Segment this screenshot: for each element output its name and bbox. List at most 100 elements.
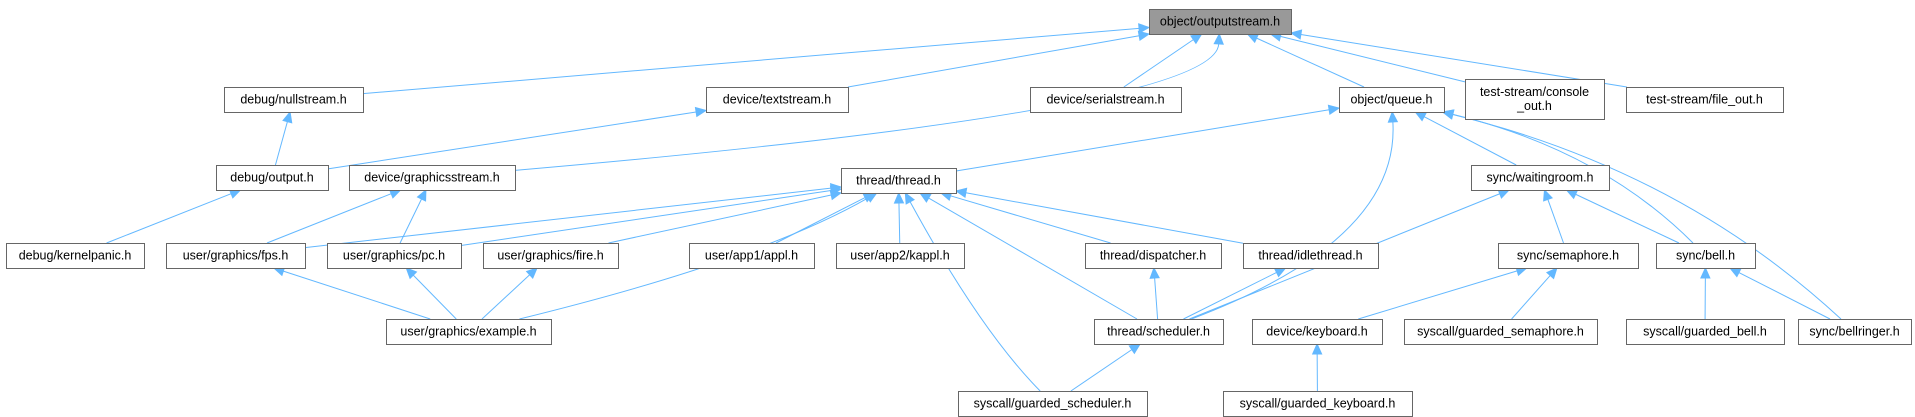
- node-kappl[interactable]: user/app2/kappl.h: [836, 243, 965, 269]
- node-box: [1252, 319, 1383, 345]
- node-label: device/serialstream.h: [1046, 93, 1164, 107]
- edge-pc-to-thread: [460, 190, 832, 247]
- arrowhead-icon: [829, 189, 843, 201]
- node-guarded_semaphore[interactable]: syscall/guarded_semaphore.h: [1404, 319, 1598, 345]
- node-label: device/keyboard.h: [1266, 325, 1368, 339]
- edge-scheduler-to-thread: [928, 197, 1138, 320]
- arrowhead-icon: [1387, 110, 1399, 123]
- node-file_out[interactable]: test-stream/file_out.h: [1626, 87, 1784, 113]
- node-guarded_bell[interactable]: syscall/guarded_bell.h: [1626, 319, 1785, 345]
- node-label: syscall/guarded_keyboard.h: [1240, 397, 1396, 411]
- node-kernelpanic[interactable]: debug/kernelpanic.h: [6, 243, 145, 269]
- node-label: debug/output.h: [230, 171, 313, 185]
- node-label: syscall/guarded_bell.h: [1643, 325, 1767, 339]
- edge-kernelpanic-to-output: [106, 193, 232, 244]
- node-label: object/queue.h: [1350, 93, 1432, 107]
- node-box: [689, 243, 815, 269]
- edge-queue-to-outputstream: [1256, 37, 1365, 88]
- edge-console_out-to-outputstream: [1280, 35, 1466, 83]
- node-bellringer[interactable]: sync/bellringer.h: [1798, 319, 1912, 345]
- node-label: thread/dispatcher.h: [1100, 249, 1206, 263]
- node-label: test-stream/console: [1480, 85, 1589, 99]
- edge-bellringer-to-bell: [1738, 272, 1831, 320]
- node-output[interactable]: debug/output.h: [216, 165, 329, 191]
- node-guarded_keyboard[interactable]: syscall/guarded_keyboard.h: [1223, 391, 1413, 417]
- arrowhead-icon: [1728, 267, 1742, 278]
- node-fire[interactable]: user/graphics/fire.h: [483, 243, 619, 269]
- edge-kappl-to-thread: [898, 202, 901, 244]
- node-label: user/app1/appl.h: [705, 249, 798, 263]
- arrowhead-icon: [904, 191, 915, 205]
- node-scheduler[interactable]: thread/scheduler.h: [1094, 319, 1224, 345]
- node-box: [1243, 243, 1379, 269]
- node-box: [386, 319, 552, 345]
- node-label: debug/kernelpanic.h: [19, 249, 132, 263]
- node-label: syscall/guarded_semaphore.h: [1417, 325, 1584, 339]
- edge-output-to-nullstream: [274, 121, 288, 166]
- node-outputstream[interactable]: object/outputstream.h: [1149, 9, 1292, 35]
- arrowhead-icon: [1246, 33, 1260, 44]
- edge-bellringer-to-queue: [1452, 113, 1842, 320]
- node-thread[interactable]: thread/thread.h: [841, 168, 957, 194]
- node-idlethread[interactable]: thread/idlethread.h: [1243, 243, 1379, 269]
- arrowhead-icon: [954, 187, 968, 199]
- edge-example-to-fire: [481, 274, 531, 320]
- node-box: [1149, 9, 1292, 35]
- arrowhead-icon: [1565, 189, 1579, 200]
- node-label: device/textstream.h: [723, 93, 831, 107]
- node-waitingroom[interactable]: sync/waitingroom.h: [1471, 165, 1610, 191]
- node-appl[interactable]: user/app1/appl.h: [689, 243, 815, 269]
- node-dispatcher[interactable]: thread/dispatcher.h: [1085, 243, 1222, 269]
- node-box: [1030, 87, 1182, 113]
- node-serialstream[interactable]: device/serialstream.h: [1030, 87, 1182, 113]
- arrowhead-icon: [1441, 109, 1455, 120]
- node-textstream[interactable]: device/textstream.h: [706, 87, 849, 113]
- arrowhead-icon: [893, 191, 905, 204]
- edge-textstream-to-outputstream: [847, 35, 1140, 88]
- node-label: sync/bell.h: [1676, 249, 1735, 263]
- edge-example-to-pc: [412, 274, 457, 320]
- edge-keyboard-to-semaphore: [1358, 270, 1518, 320]
- edge-file_out-to-outputstream: [1300, 34, 1627, 88]
- edge-semaphore-to-waitingroom: [1547, 199, 1564, 244]
- edge-dispatcher-to-thread: [950, 195, 1111, 244]
- edge-scheduler-to-queue: [1191, 121, 1394, 320]
- edge-nullstream-to-outputstream: [362, 27, 1140, 95]
- node-pc[interactable]: user/graphics/pc.h: [327, 243, 462, 269]
- node-graphicsstream[interactable]: device/graphicsstream.h: [349, 165, 516, 191]
- node-box: [958, 391, 1148, 417]
- edge-fps-to-graphicsstream: [266, 193, 392, 244]
- node-label: test-stream/file_out.h: [1646, 93, 1763, 107]
- edge-serialstream-to-outputstream: [1123, 39, 1194, 88]
- arrowhead-icon: [1543, 188, 1553, 202]
- node-label: thread/scheduler.h: [1107, 325, 1210, 339]
- node-fps[interactable]: user/graphics/fps.h: [166, 243, 306, 269]
- edge-waitingroom-to-queue: [1423, 116, 1517, 166]
- node-bell[interactable]: sync/bell.h: [1656, 243, 1756, 269]
- node-box: [706, 87, 849, 113]
- edge-guarded_scheduler-to-scheduler: [1070, 349, 1133, 392]
- node-keyboard[interactable]: device/keyboard.h: [1252, 319, 1383, 345]
- arrowhead-icon: [1273, 267, 1287, 278]
- node-label: sync/bellringer.h: [1809, 325, 1899, 339]
- node-box: [1094, 319, 1224, 345]
- arrowhead-icon: [1128, 343, 1142, 355]
- node-guarded_scheduler[interactable]: syscall/guarded_scheduler.h: [958, 391, 1148, 417]
- node-nullstream[interactable]: debug/nullstream.h: [224, 87, 364, 113]
- node-box: [1223, 391, 1413, 417]
- node-box: [6, 243, 145, 269]
- node-semaphore[interactable]: sync/semaphore.h: [1498, 243, 1639, 269]
- node-box: [166, 243, 306, 269]
- arrowhead-icon: [1137, 30, 1151, 42]
- arrowhead-icon: [416, 188, 427, 202]
- node-box: [1471, 165, 1610, 191]
- arrowhead-icon: [1213, 32, 1224, 45]
- node-queue[interactable]: object/queue.h: [1339, 87, 1445, 113]
- node-example[interactable]: user/graphics/example.h: [386, 319, 552, 345]
- arrowhead-icon: [1190, 33, 1203, 45]
- node-label: thread/thread.h: [856, 174, 941, 188]
- node-console_out[interactable]: test-stream/console_out.h: [1465, 79, 1605, 120]
- node-label: user/graphics/fps.h: [183, 249, 289, 263]
- edge-scheduler-to-idlethread: [1183, 272, 1277, 320]
